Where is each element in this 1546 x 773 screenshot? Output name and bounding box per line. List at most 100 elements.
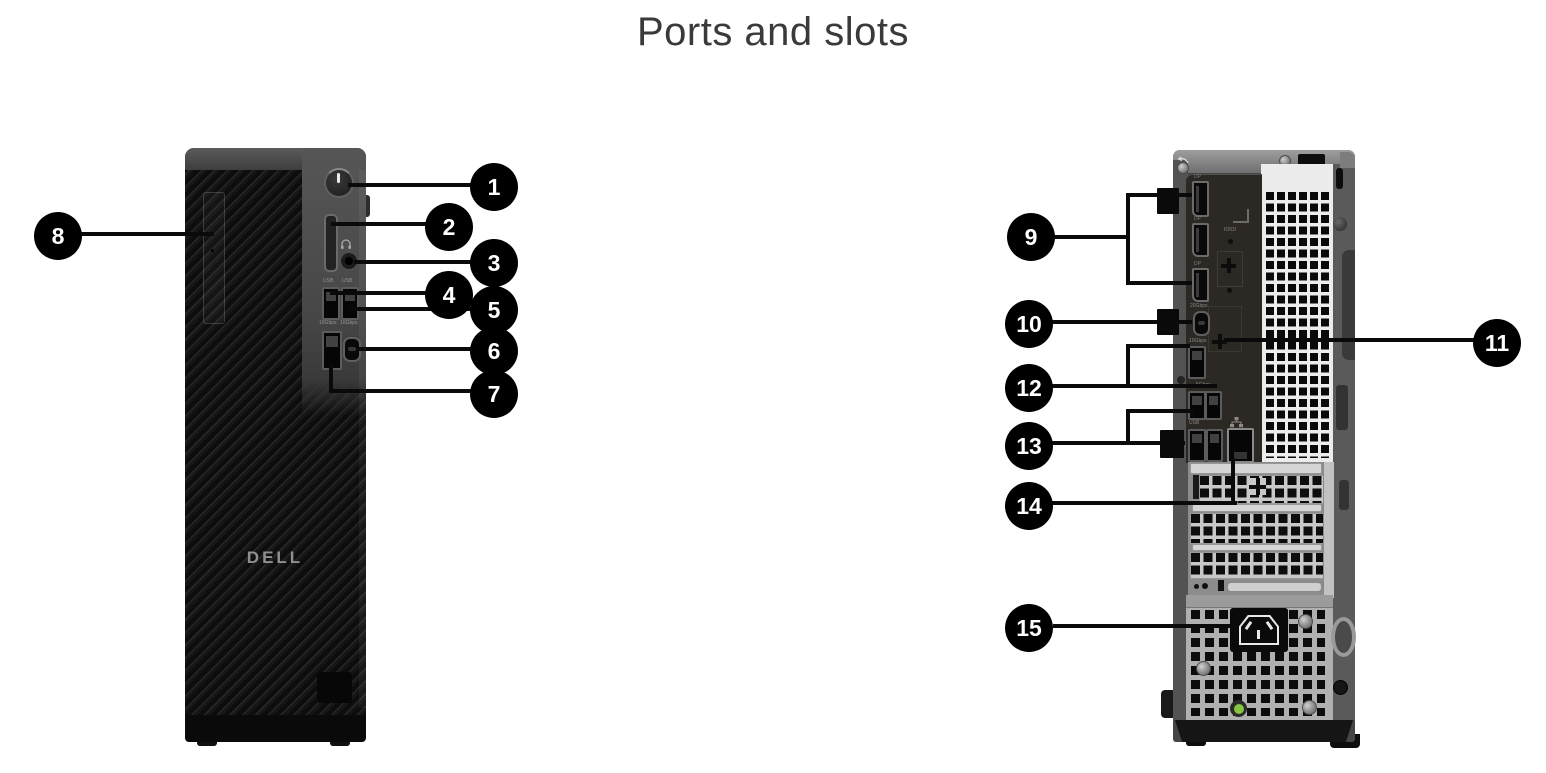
psu-screw [1302, 700, 1317, 715]
usb-speed-marking: 10Gbps [1189, 338, 1207, 344]
callout-15: 15 [1005, 604, 1053, 652]
callout-line-2 [331, 222, 427, 226]
screw-hole [1228, 239, 1233, 244]
displayport-2 [1192, 223, 1209, 257]
io-panel: DP DP DP IOIOI 20Gbps 10Gbps [1186, 174, 1262, 463]
callout-line-3 [354, 260, 472, 264]
callout-8: 8 [34, 212, 82, 260]
callout-line-14 [1051, 501, 1237, 505]
power-connector [1230, 608, 1288, 652]
security-cable-slot [1336, 168, 1343, 189]
c14-pin [1257, 630, 1260, 639]
callout-6: 6 [470, 327, 518, 375]
usb-a-port-rear-5g-1 [1188, 391, 1206, 420]
callout-13: 13 [1005, 422, 1053, 470]
torx-screw [1333, 680, 1348, 695]
usb-a-port-front-2 [341, 287, 359, 320]
psu-diagnostic-led [1230, 700, 1247, 717]
optical-drive-bay [203, 192, 225, 324]
usb-a-port-rear-2-1 [1188, 429, 1206, 462]
psu-screw [1298, 614, 1313, 629]
dp-label: DP [1194, 216, 1201, 222]
usb-marking: USB [323, 278, 334, 284]
callout-2: 2 [425, 203, 473, 251]
psu-top-flange [1186, 595, 1333, 608]
chassis-screw [1177, 162, 1189, 174]
usb-a-port-rear-10g [1188, 346, 1206, 379]
callout-line-5 [349, 307, 472, 311]
slot-notch [1193, 475, 1199, 499]
corner-bracket [1340, 152, 1355, 168]
screw-hole [1227, 288, 1232, 293]
indicator-dot [1194, 584, 1199, 589]
usbc-speed-marking: 20Gbps [1190, 303, 1208, 309]
usb-speed-marking: 10Gbps [340, 320, 358, 326]
network-icon [1230, 415, 1243, 433]
usb-a-port-rear-5g-2 [1205, 391, 1222, 420]
callout-line-4 [330, 291, 427, 295]
expansion-slot-filler-2 [1190, 513, 1325, 544]
displayport-1 [1192, 181, 1209, 217]
callout-line-7 [329, 364, 333, 393]
ethernet-port [1227, 428, 1254, 463]
cross-screw [1221, 258, 1236, 273]
indicator-dot [1202, 583, 1208, 589]
side-recess [1336, 385, 1348, 430]
callout-3: 3 [470, 239, 518, 287]
callout-line-end [1157, 188, 1179, 214]
dp-label: DP [1194, 174, 1201, 180]
headset-icon [340, 237, 352, 255]
callout-line-1 [348, 183, 472, 187]
side-clip [1339, 480, 1349, 510]
front-view-tower: USB USB 10Gbps 10Gbps DELL [185, 148, 366, 742]
callout-line-13 [1126, 409, 1194, 413]
vent-grid [1266, 192, 1330, 458]
callout-line-15 [1053, 624, 1239, 628]
callout-9: 9 [1007, 213, 1055, 261]
dp-label: DP [1194, 261, 1201, 267]
usb-marking: USB [342, 278, 353, 284]
callout-7: 7 [470, 370, 518, 418]
small-slot [1218, 580, 1224, 591]
big-screw [1333, 217, 1347, 231]
callout-10: 10 [1005, 300, 1053, 348]
callout-line-9 [1126, 193, 1130, 285]
callout-line-end [1157, 309, 1179, 335]
callout-line-14 [1231, 458, 1235, 505]
expansion-right-rail [1323, 462, 1334, 598]
callout-12: 12 [1005, 364, 1053, 412]
sd-card-slot [324, 214, 338, 272]
callout-11: 11 [1473, 319, 1521, 367]
callout-line-6 [356, 347, 472, 351]
unlock-arrow-icon [1175, 152, 1190, 170]
callout-4: 4 [425, 271, 473, 319]
front-badge [317, 672, 352, 703]
brand-logo: DELL [246, 548, 304, 567]
callout-line-12 [1126, 344, 1190, 348]
usb-a-port-front-1 [322, 287, 340, 320]
callout-line-11 [1224, 338, 1475, 342]
front-side-button-bump [364, 195, 370, 217]
page-title: Ports and slots [636, 10, 910, 54]
release-latch [1298, 154, 1325, 166]
slot-rail [1227, 582, 1322, 592]
callout-line-12 [1126, 346, 1130, 388]
callout-line-10 [1051, 320, 1192, 324]
callout-line-end [1160, 430, 1184, 458]
callout-line-12 [1051, 384, 1217, 388]
front-foot [330, 738, 350, 746]
slot-filler-strip [1190, 463, 1322, 474]
edge-grommet [1177, 376, 1185, 384]
usb-c-port-rear [1193, 311, 1210, 336]
eject-pinhole [211, 249, 214, 252]
usb-speed-marking: 10Gbps [319, 320, 337, 326]
padlock-ring [1331, 617, 1356, 657]
blank-plate-outline [1217, 251, 1243, 287]
callout-line-9 [1126, 281, 1192, 285]
callout-line-13 [1051, 441, 1185, 445]
callout-5: 5 [470, 286, 518, 334]
side-recess [1342, 250, 1355, 360]
callout-line-8 [80, 232, 214, 236]
callout-line-7 [329, 389, 472, 393]
